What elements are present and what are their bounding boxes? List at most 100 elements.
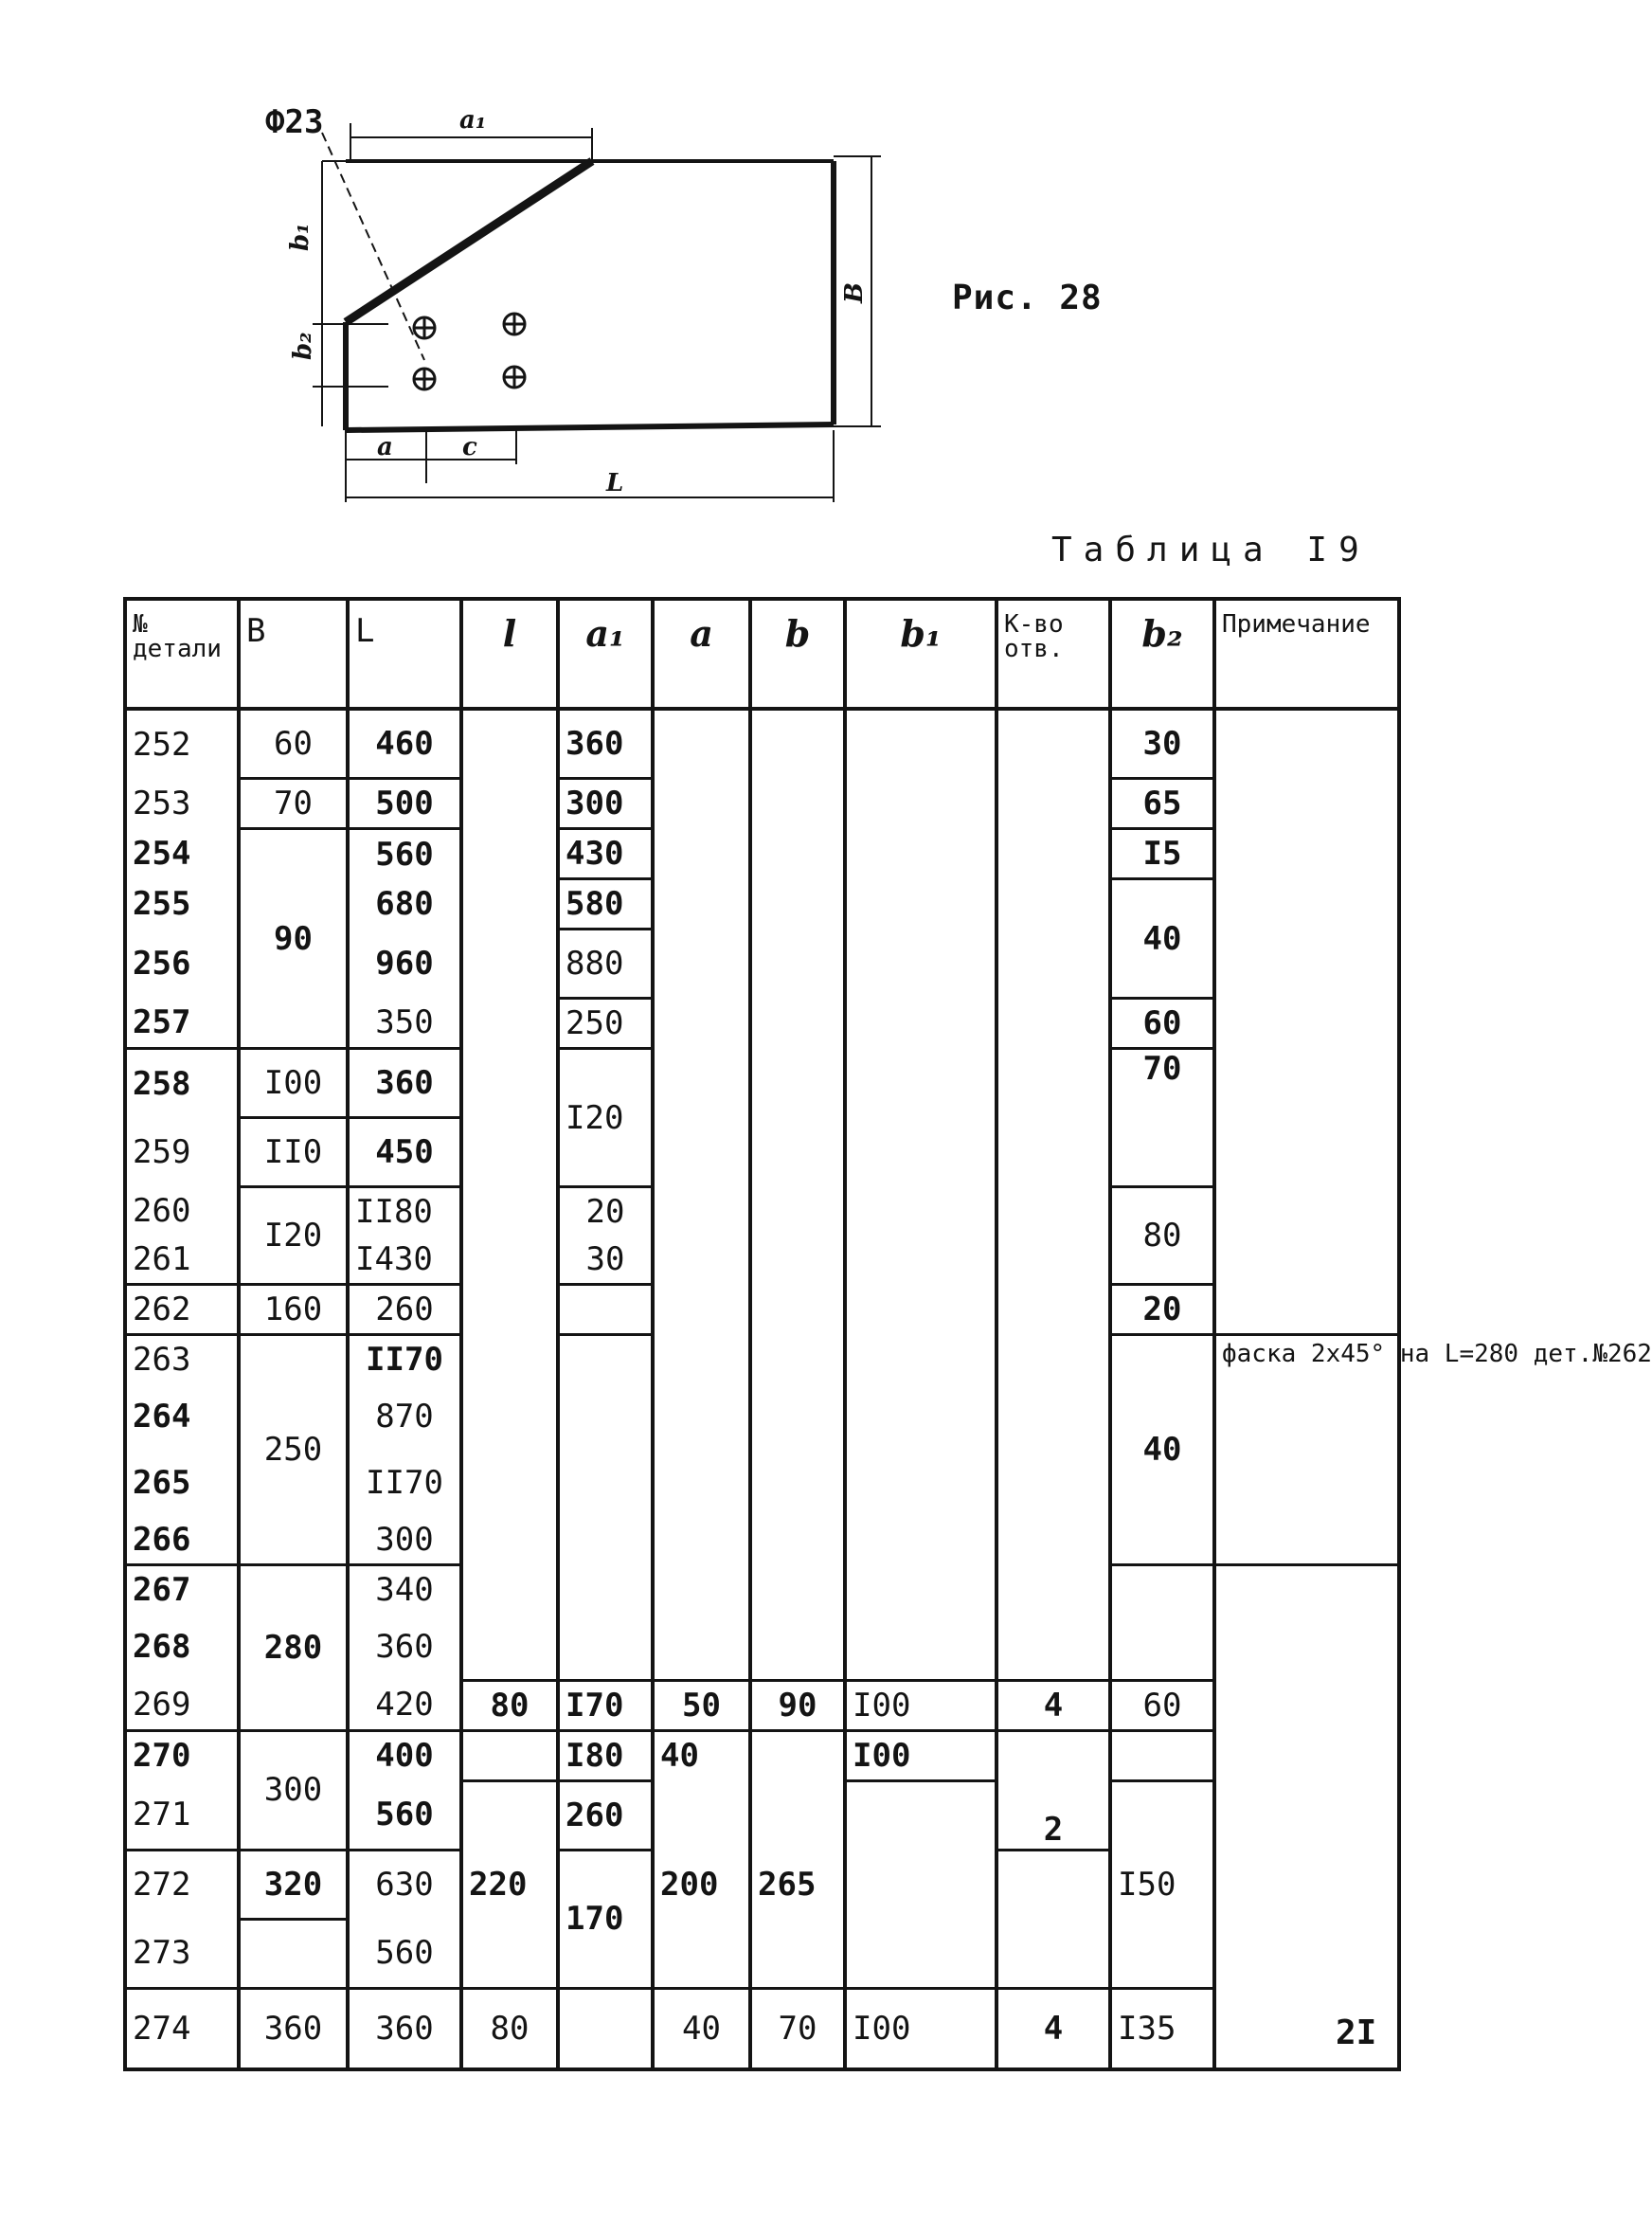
cell-part: 260 xyxy=(123,1186,241,1236)
table-row: 270 300 400 I80 40 I00 2 xyxy=(123,1730,1399,1851)
table-row: 253 70 500 300 65 xyxy=(123,778,1399,830)
cell-a xyxy=(651,709,752,1680)
cell-a: 40 xyxy=(651,1730,752,1780)
b1-label: b₁ xyxy=(286,223,314,251)
cell-b2: 20 xyxy=(1108,1284,1216,1336)
cell-l: 300 xyxy=(346,1516,463,1566)
part-drawing: Ф23 a₁ b₁ b₂ B a c L xyxy=(265,103,881,502)
cell-b2: 30 xyxy=(1108,709,1216,780)
cell-b2: 65 xyxy=(1108,778,1216,830)
cell-b-small xyxy=(748,1919,847,1988)
cell-a1: 260 xyxy=(556,1780,655,1851)
cell-b: II0 xyxy=(237,1117,350,1188)
cell-l: 400 xyxy=(346,1730,463,1780)
cell-l: 460 xyxy=(346,709,463,780)
cell-b-small xyxy=(748,709,847,1680)
header-part-no: № детали xyxy=(123,597,241,711)
cell-a: 50 xyxy=(651,1678,752,1732)
table-row: 264 870 xyxy=(123,1383,1399,1450)
cell-l: 870 xyxy=(346,1383,463,1450)
table-row: 259 II0 450 xyxy=(123,1117,1399,1188)
cell-part: 273 xyxy=(123,1919,241,1988)
cell-l: 260 xyxy=(346,1284,463,1336)
table-row: 258 I00 360 I20 70 xyxy=(123,1048,1399,1188)
b-dimension-label: B xyxy=(840,282,869,304)
cell-b: I20 xyxy=(237,1186,350,1286)
cell-b2 xyxy=(1108,1919,1216,1988)
cell-part: 268 xyxy=(123,1614,241,1680)
header-l-small: l xyxy=(459,597,560,711)
cell-l-small: 220 xyxy=(459,1850,560,1919)
table-row: 272 320 630 220 170 200 265 I50 xyxy=(123,1850,1399,1988)
table-title: Таблица I9 xyxy=(1051,531,1371,569)
cell-b1: I00 xyxy=(843,1730,998,1782)
cell-l: 360 xyxy=(346,1986,463,2071)
cell-part: 258 xyxy=(123,1048,241,1118)
header-a: a xyxy=(651,597,752,711)
cell-l-small xyxy=(459,1730,560,1782)
cell-part: 270 xyxy=(123,1730,241,1780)
table-row: 255 680 580 40 xyxy=(123,878,1399,1000)
cell-part: 269 xyxy=(123,1680,241,1732)
table-row: 261 I430 30 xyxy=(123,1236,1399,1286)
cell-part: 265 xyxy=(123,1450,241,1516)
cell-b2: 60 xyxy=(1108,1678,1216,1732)
cell-l-small xyxy=(459,1780,560,1850)
cell-b2: I5 xyxy=(1108,828,1216,880)
cell-a1 xyxy=(556,1334,655,1680)
table-row: 263 250 II70 40 фаска 2x45° на L=280 дет… xyxy=(123,1333,1652,1680)
cell-b: 90 xyxy=(237,828,350,1050)
a-label: a xyxy=(377,433,393,461)
cell-b2: 70 xyxy=(1108,1048,1216,1188)
cell-a1: 360 xyxy=(556,709,655,780)
cell-l: 420 xyxy=(346,1680,463,1732)
cell-b1 xyxy=(843,709,998,1680)
cell-l: 560 xyxy=(346,1919,463,1988)
cell-b: 320 xyxy=(237,1850,350,1921)
cell-part: 267 xyxy=(123,1564,241,1614)
table-row: 254 90 560 430 I5 xyxy=(123,828,1399,1050)
cell-part: 256 xyxy=(123,929,241,999)
table-row: 257 350 250 60 xyxy=(123,998,1399,1050)
diameter-label: Ф23 xyxy=(265,103,323,141)
cell-l: 560 xyxy=(346,1780,463,1851)
cell-holes xyxy=(995,709,1112,1680)
cell-part: 264 xyxy=(123,1383,241,1450)
cell-a1: 300 xyxy=(556,778,655,830)
cell-a1 xyxy=(556,1284,655,1336)
cell-part: 254 xyxy=(123,828,241,879)
cell-l-small xyxy=(459,1919,560,1988)
table-row: 269 420 80 I70 50 90 I00 4 60 xyxy=(123,1678,1399,1732)
cell-a1: 250 xyxy=(556,998,655,1050)
cell-part: 257 xyxy=(123,998,241,1050)
cell-b: 360 xyxy=(237,1986,350,2071)
cell-b-small: 265 xyxy=(748,1850,847,1919)
cell-l: 630 xyxy=(346,1850,463,1919)
cell-a: 200 xyxy=(651,1850,752,1919)
cell-b2: 80 xyxy=(1108,1186,1216,1286)
cell-l-small: 80 xyxy=(459,1678,560,1732)
table-row: 266 300 xyxy=(123,1516,1399,1566)
cell-b2 xyxy=(1108,1564,1216,1680)
cell-note: фаска 2x45° на L=280 дет.№262 xyxy=(1212,1333,1652,1566)
table-row: 265 II70 xyxy=(123,1450,1399,1516)
header-holes: К-во отв. xyxy=(995,597,1112,711)
cell-b2 xyxy=(1108,1730,1216,1782)
cell-l: 350 xyxy=(346,998,463,1050)
cell-a xyxy=(651,1919,752,1988)
cell-b: 250 xyxy=(237,1334,350,1566)
table-row: 274 360 360 80 40 70 I00 4 I35 xyxy=(123,1986,1399,2071)
cell-part: 253 xyxy=(123,778,241,829)
cell-a1: I70 xyxy=(556,1678,655,1732)
header-note: Примечание xyxy=(1212,597,1401,711)
table-row: 256 960 880 xyxy=(123,929,1399,1000)
cell-part: 272 xyxy=(123,1850,241,1919)
a1-label: a₁ xyxy=(459,106,486,135)
table-row: 260 I20 II80 20 80 xyxy=(123,1186,1399,1286)
cell-part: 255 xyxy=(123,878,241,930)
cell-l: 680 xyxy=(346,878,463,930)
cell-part: 261 xyxy=(123,1236,241,1286)
header-b2: b₂ xyxy=(1108,597,1216,711)
cell-part: 252 xyxy=(123,709,241,779)
cell-l: II70 xyxy=(346,1334,463,1383)
